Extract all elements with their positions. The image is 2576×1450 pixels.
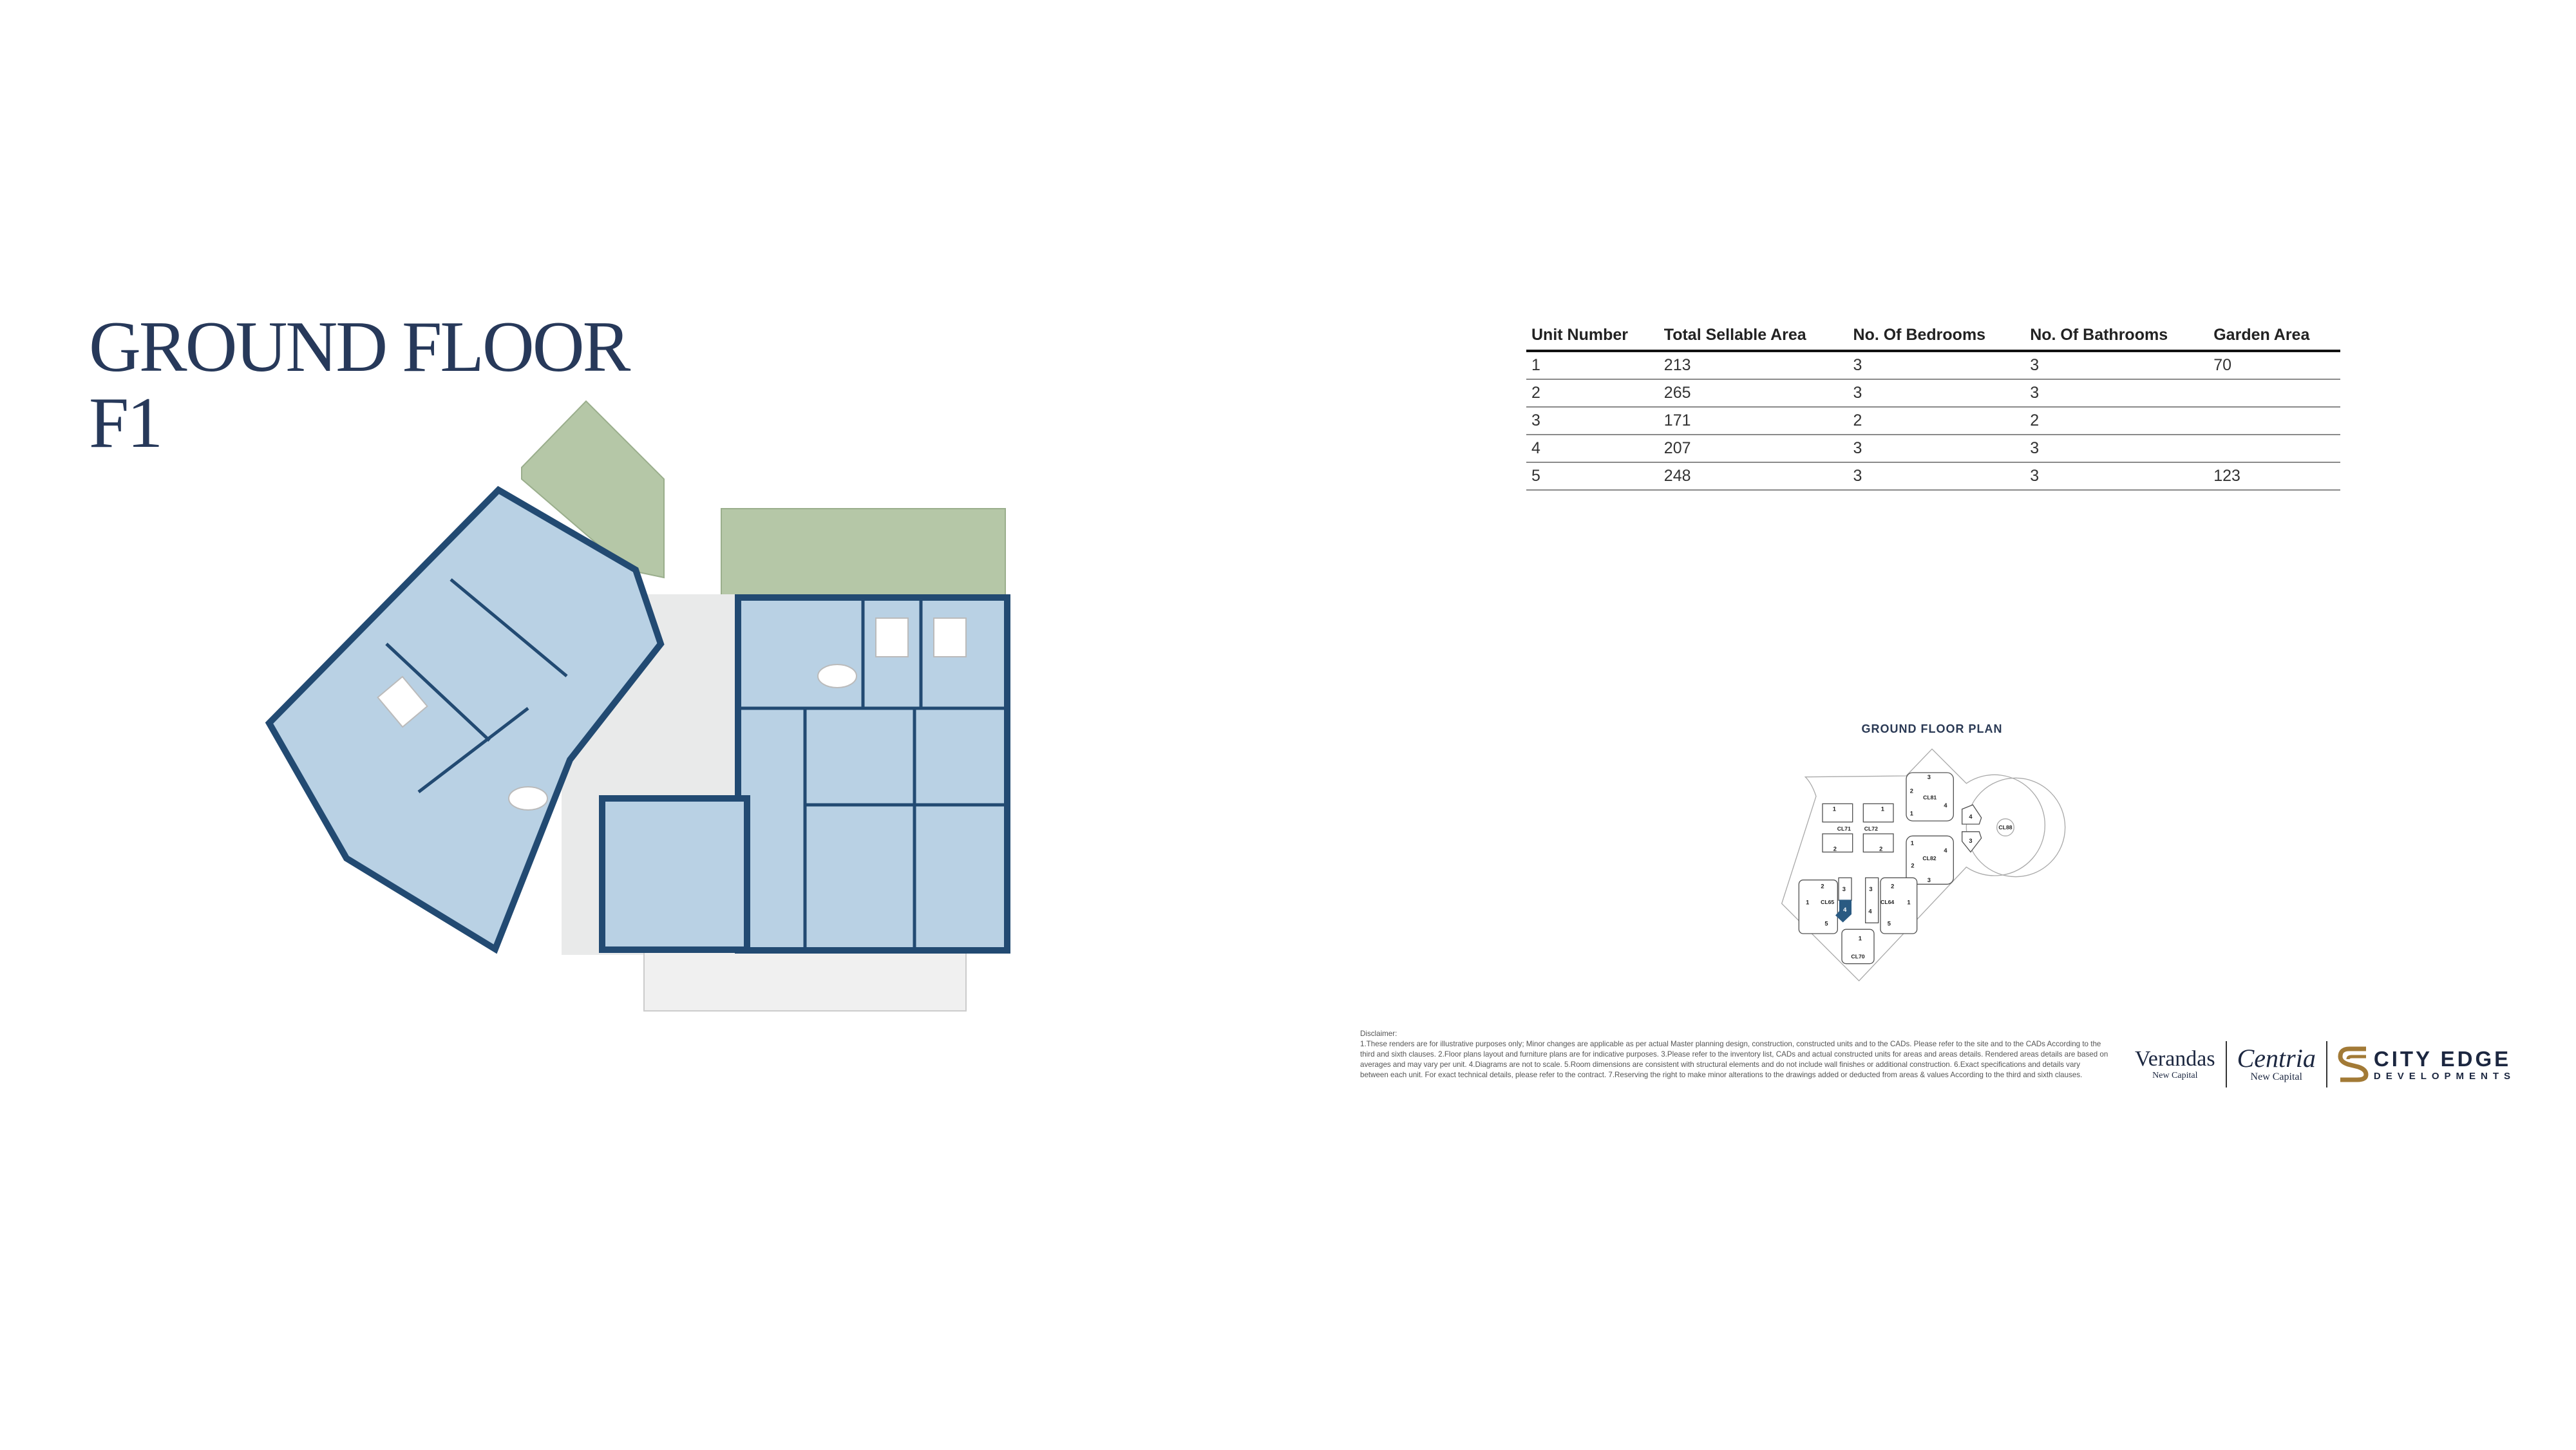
cell-unit-number: 3 xyxy=(1526,407,1659,435)
cluster-label: CL88 xyxy=(1998,824,2012,831)
cell-bathrooms: 3 xyxy=(2025,435,2209,463)
cluster-label: CL65 xyxy=(1821,899,1834,905)
cell-bathrooms: 3 xyxy=(2025,379,2209,408)
cell-total-area: 171 xyxy=(1658,407,1848,435)
entrance-steps xyxy=(643,948,967,1012)
unit-label: 2 xyxy=(1821,883,1824,889)
cell-garden-area: 123 xyxy=(2208,462,2340,491)
unit-block-center xyxy=(599,795,750,953)
cell-bedrooms: 3 xyxy=(1848,379,2025,408)
cell-garden-area xyxy=(2208,407,2340,435)
cluster-label: CL64 xyxy=(1880,899,1894,905)
floor-plan xyxy=(265,400,1010,1012)
unit-label: 1 xyxy=(1910,811,1913,817)
unit-label: 3 xyxy=(1969,838,1972,844)
city-edge-logo: CITY EDGE DEVELOPMENTS xyxy=(2373,1046,2516,1082)
page-title: GROUND FLOOR F1 xyxy=(89,307,630,463)
header-unit-number: Unit Number xyxy=(1526,322,1659,352)
unit-label: 2 xyxy=(1879,846,1882,852)
cell-bedrooms: 3 xyxy=(1848,351,2025,380)
unit-label: 3 xyxy=(1927,877,1931,883)
cell-garden-area xyxy=(2208,435,2340,463)
cluster-label: CL71 xyxy=(1837,825,1851,832)
unit-label: 4 xyxy=(1944,802,1947,809)
cluster-label: CL72 xyxy=(1864,825,1878,832)
highlighted-unit[interactable] xyxy=(1835,899,1852,923)
title-unit: F1 xyxy=(89,383,163,463)
city-edge-wordmark: CITY EDGE xyxy=(2373,1046,2512,1071)
city-edge-subtitle: DEVELOPMENTS xyxy=(2373,1070,2516,1082)
unit-label: 1 xyxy=(1907,899,1910,906)
unit-label: 1 xyxy=(1911,840,1914,846)
cell-total-area: 213 xyxy=(1658,351,1848,380)
cell-unit-number: 1 xyxy=(1526,351,1659,380)
unit-label: 2 xyxy=(1911,862,1914,869)
cell-total-area: 248 xyxy=(1658,462,1848,491)
private-garden-right xyxy=(721,508,1006,598)
verandas-logo: Verandas New Capital xyxy=(2135,1048,2215,1081)
logo-divider xyxy=(2325,1041,2327,1088)
cell-unit-number: 4 xyxy=(1526,435,1659,463)
unit-block-right xyxy=(735,594,1010,954)
title-floor: GROUND FLOOR xyxy=(89,307,630,387)
unit-label: 2 xyxy=(1833,846,1837,852)
private-garden-left xyxy=(521,400,665,579)
header-garden-area: Garden Area xyxy=(2208,322,2340,352)
header-bedrooms: No. Of Bedrooms xyxy=(1848,322,2025,352)
cell-bedrooms: 3 xyxy=(1848,462,2025,491)
verandas-wordmark: Verandas xyxy=(2135,1047,2215,1071)
centria-wordmark: Centria xyxy=(2237,1044,2316,1073)
cell-garden-area: 70 xyxy=(2208,351,2340,380)
cell-bedrooms: 3 xyxy=(1848,435,2025,463)
unit-label: 1 xyxy=(1859,936,1862,942)
unit-label: 5 xyxy=(1824,920,1828,927)
brand-logos: Verandas New Capital Centria New Capital… xyxy=(2135,1035,2515,1093)
cluster-label: CL81 xyxy=(1923,795,1937,801)
unit-label: 2 xyxy=(1891,883,1894,889)
unit-label: 4 xyxy=(1868,908,1872,914)
cell-total-area: 265 xyxy=(1658,379,1848,408)
centria-subtitle: New Capital xyxy=(2250,1071,2302,1082)
disclaimer-heading: Disclaimer: xyxy=(1360,1030,1397,1038)
unit-label: 3 xyxy=(1927,774,1931,780)
cell-unit-number: 5 xyxy=(1526,462,1659,491)
key-plan: CL71 CL72 CL81 CL82 CL88 CL65 CL64 CL70 … xyxy=(1781,748,2066,982)
unit-label-highlighted: 4 xyxy=(1843,907,1847,913)
unit-label: 1 xyxy=(1833,805,1836,812)
unit-label: 2 xyxy=(1910,788,1913,795)
header-bathrooms: No. Of Bathrooms xyxy=(2025,322,2209,352)
city-edge-emblem xyxy=(2338,1046,2369,1082)
cell-bedrooms: 2 xyxy=(1848,407,2025,435)
unit-label: 1 xyxy=(1881,805,1884,812)
disclaimer-text: 1.These renders are for illustrative pur… xyxy=(1360,1040,2108,1079)
cell-garden-area xyxy=(2208,379,2340,408)
unit-label: 4 xyxy=(1944,847,1947,854)
unit-label: 1 xyxy=(1806,899,1809,906)
centria-logo: Centria New Capital xyxy=(2237,1046,2316,1083)
cluster-label: CL70 xyxy=(1851,953,1864,959)
unit-table: Unit Number Total Sellable Area No. Of B… xyxy=(1526,322,2340,491)
cell-unit-number: 2 xyxy=(1526,379,1659,408)
logo-divider xyxy=(2225,1041,2227,1088)
cell-bathrooms: 2 xyxy=(2025,407,2209,435)
key-plan-title: GROUND FLOOR PLAN xyxy=(1861,722,2003,735)
cluster-label: CL82 xyxy=(1922,855,1936,862)
header-total-area: Total Sellable Area xyxy=(1658,322,1848,352)
cell-bathrooms: 3 xyxy=(2025,351,2209,380)
table-header-row: Unit Number Total Sellable Area No. Of B… xyxy=(1526,322,2340,352)
cell-total-area: 207 xyxy=(1658,435,1848,463)
cell-bathrooms: 3 xyxy=(2025,462,2209,491)
unit-label: 3 xyxy=(1869,886,1872,892)
disclaimer: Disclaimer: 1.These renders are for illu… xyxy=(1360,1029,2108,1080)
unit-label: 3 xyxy=(1842,886,1846,892)
unit-label: 4 xyxy=(1969,813,1973,820)
unit-label: 5 xyxy=(1888,920,1891,927)
verandas-subtitle: New Capital xyxy=(2152,1071,2198,1080)
